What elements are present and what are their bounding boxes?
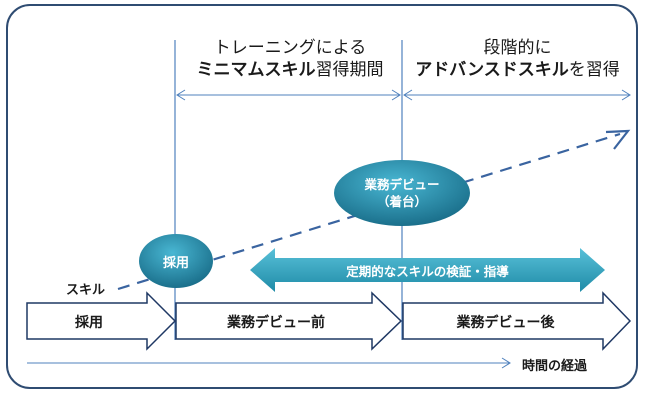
debut-milestone-line1: 業務デビュー [364,177,440,192]
review-arrow-label: 定期的なスキルの検証・指導 [346,264,509,279]
timeline-arrow [27,357,511,369]
debut-milestone-label: 業務デビュー （着台） [334,176,470,210]
phase-heading-line1: トレーニングによる [213,38,367,58]
stage-label-post-debut: 業務デビュー後 [456,315,555,331]
phase-range-arrow-2 [403,89,631,101]
stage-label-pre-debut: 業務デビュー前 [227,315,325,331]
phase-heading-line2: アドバンスドスキルを習得 [405,59,630,81]
hire-milestone-label: 採用 [162,256,189,271]
phase-heading-bold: ミニマムスキル [196,60,316,80]
stage-label-hire: 採用 [75,315,103,331]
phase-heading-line2: ミニマムスキル習得期間 [180,59,400,81]
debut-milestone [334,160,470,226]
review-double-arrow [250,248,605,292]
diagram-frame [6,4,638,389]
phase-range-arrow-1 [176,89,401,101]
hire-milestone [139,234,213,288]
phase-heading-line1: 段階的に [483,38,552,58]
phase-heading-rest: を習得 [568,60,620,80]
stage-arrow-pre-debut [175,291,403,351]
stage-arrow-post-debut [402,291,632,351]
phase-heading-rest: 習得期間 [315,60,384,80]
stage-arrow-hire [26,291,177,351]
phase-heading-bold: アドバンスドスキル [415,60,569,80]
phase-heading-advanced: 段階的に アドバンスドスキルを習得 [405,37,630,81]
debut-milestone-line2: （着台） [376,194,427,209]
skill-label: スキル [66,283,106,298]
timeline-label: 時間の経過 [522,359,588,374]
phase-heading-minimum: トレーニングによる ミニマムスキル習得期間 [180,37,400,81]
